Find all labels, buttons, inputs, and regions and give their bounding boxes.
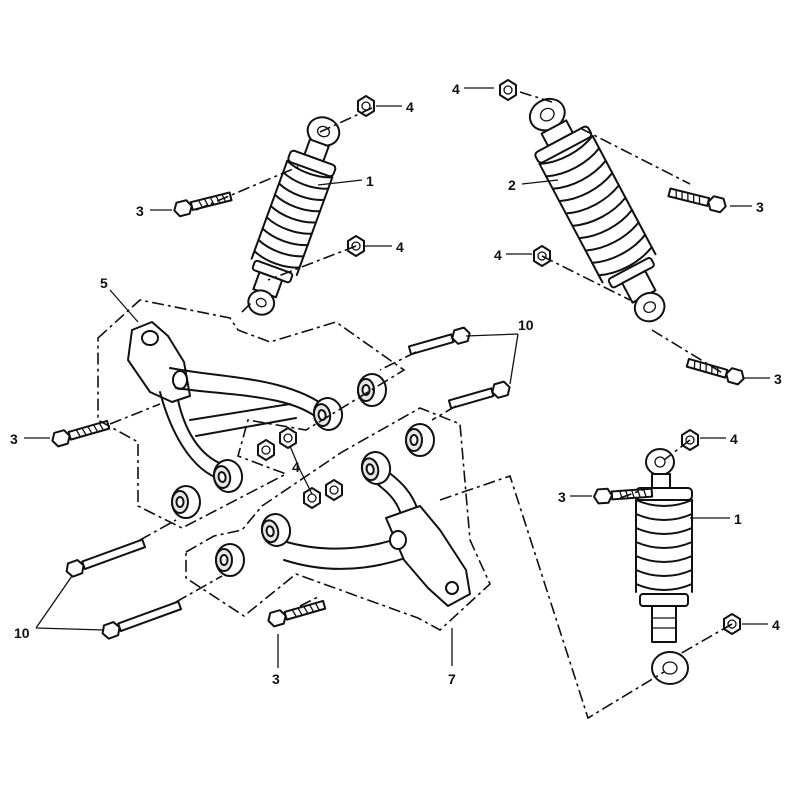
callout-1-top: 1 <box>366 173 374 189</box>
shock-absorber-top-left <box>247 116 341 316</box>
nut-center-b <box>279 427 297 449</box>
callout-4-top-left-b: 4 <box>396 239 404 255</box>
callout-labels: 1 1 2 3 3 3 3 3 3 4 4 4 4 4 4 4 5 7 10 1… <box>10 81 782 687</box>
shock-absorber-top-right <box>528 97 666 323</box>
long-bolt-lower-a <box>65 538 147 578</box>
callout-2: 2 <box>508 177 516 193</box>
callout-4-top-right-a: 4 <box>452 81 460 97</box>
callout-10-top: 10 <box>518 317 534 333</box>
long-bolt-upper-a <box>407 326 471 356</box>
callout-3-right-mid: 3 <box>774 371 782 387</box>
long-bolt-lower-b <box>101 600 183 640</box>
bolt-top-left <box>171 188 234 219</box>
nut-center-d <box>325 479 343 501</box>
callout-3-top-right: 3 <box>756 199 764 215</box>
lower-a-arm <box>257 448 471 607</box>
callout-7: 7 <box>448 671 456 687</box>
bushing-upper-left <box>171 485 201 519</box>
nut-top-left-a <box>357 95 375 117</box>
long-bolt-upper-b <box>447 380 511 410</box>
callout-3-left-mid: 3 <box>10 431 18 447</box>
bolt-top-right <box>666 184 729 215</box>
callout-4-right-a: 4 <box>730 431 738 447</box>
nut-top-right-a <box>499 79 517 101</box>
bolt-bottom-left-small <box>265 597 328 629</box>
callout-3-bottom-left: 3 <box>272 671 280 687</box>
callout-3-top-left: 3 <box>136 203 144 219</box>
callout-4-right-b: 4 <box>772 617 780 633</box>
callout-5: 5 <box>100 275 108 291</box>
leader-lines <box>24 87 770 668</box>
nut-center-c <box>303 487 321 509</box>
callout-4-top-right-b: 4 <box>494 247 502 263</box>
nut-center-a <box>257 439 275 461</box>
callout-1-bottom: 1 <box>734 511 742 527</box>
upper-a-arm <box>127 321 346 496</box>
shock-absorber-bottom-right <box>635 448 693 685</box>
callout-4-top-left-a: 4 <box>406 99 414 115</box>
callout-4-center: 4 <box>292 459 300 475</box>
bushing-lower-right <box>405 423 435 457</box>
callout-10-bottom: 10 <box>14 625 30 641</box>
assembly-lines <box>97 91 733 720</box>
callout-3-bottom-right: 3 <box>558 489 566 505</box>
bolt-right-mid <box>684 355 747 387</box>
bushing-lower-left <box>215 543 245 577</box>
